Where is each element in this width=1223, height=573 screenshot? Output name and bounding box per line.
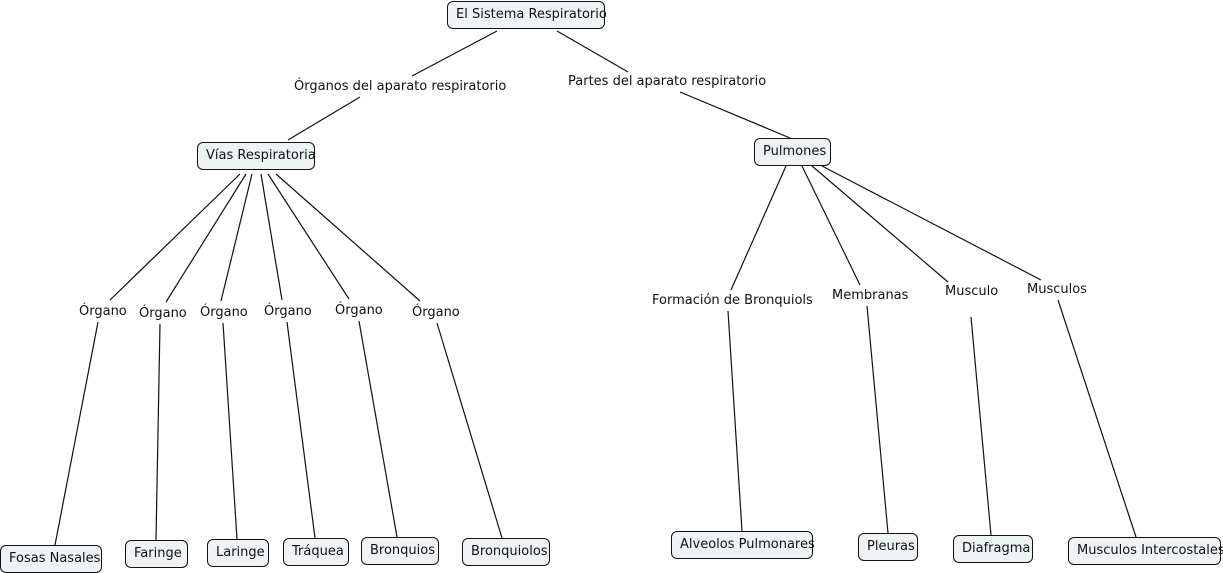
link-label-organo-6: Órgano bbox=[411, 305, 461, 321]
line-vias-organo6 bbox=[275, 173, 421, 302]
concept-root[interactable]: El Sistema Respiratorio bbox=[447, 1, 607, 29]
line-pulmones-musculos bbox=[821, 165, 1042, 281]
line-musculo-diafragma bbox=[970, 316, 992, 536]
line-vias-organo1 bbox=[109, 173, 241, 301]
concept-laringe[interactable]: Laringe bbox=[207, 539, 269, 567]
link-label-musculo: Musculo bbox=[944, 284, 1000, 300]
concept-bronquiolos[interactable]: Bronquiolos bbox=[462, 538, 550, 566]
link-label-organos-aparato: Órganos del aparato respiratorio bbox=[293, 79, 508, 95]
concept-traquea[interactable]: Tráquea bbox=[283, 538, 349, 566]
line-musculos-intercostales bbox=[1057, 299, 1137, 538]
line-organo1-fosas bbox=[54, 321, 99, 546]
link-label-organo-5: Órgano bbox=[334, 303, 384, 319]
line-vias-organo4 bbox=[260, 173, 283, 301]
link-label-partes-aparato: Partes del aparato respiratorio bbox=[567, 74, 768, 90]
line-organo6-bronquiolos bbox=[436, 322, 503, 539]
line-vias-organo3 bbox=[220, 173, 253, 302]
line-root-organos bbox=[411, 30, 498, 77]
concept-fosas-nasales[interactable]: Fosas Nasales bbox=[0, 545, 102, 573]
line-vias-organo2 bbox=[165, 173, 247, 303]
line-organo4-traquea bbox=[286, 321, 316, 539]
link-label-organo-3: Órgano bbox=[199, 305, 249, 321]
line-organos-vias bbox=[287, 96, 361, 141]
concept-vias-respiratoria[interactable]: Vías Respiratoria bbox=[197, 142, 316, 170]
concept-alveolos-pulmonares[interactable]: Alveolos Pulmonares bbox=[671, 531, 815, 559]
line-root-partes bbox=[556, 30, 629, 73]
concept-bronquios[interactable]: Bronquios bbox=[361, 537, 439, 565]
line-partes-pulmones bbox=[679, 91, 791, 139]
line-organo2-faringe bbox=[155, 323, 161, 541]
line-membranas-pleuras bbox=[866, 305, 889, 534]
link-label-organo-4: Órgano bbox=[263, 304, 313, 320]
line-organo3-laringe bbox=[222, 322, 238, 540]
concept-diafragma[interactable]: Diafragma bbox=[953, 535, 1033, 563]
line-pulmones-musculo bbox=[811, 165, 949, 283]
concept-faringe[interactable]: Faringe bbox=[125, 540, 188, 568]
concept-musculos-intercostales[interactable]: Musculos Intercostales bbox=[1068, 537, 1223, 565]
concept-pulmones[interactable]: Pulmones bbox=[754, 138, 831, 166]
link-label-organo-1: Órgano bbox=[78, 304, 128, 320]
line-organo5-bronquios bbox=[358, 320, 398, 538]
line-formacion-alveolos bbox=[727, 310, 743, 532]
link-label-musculos: Musculos bbox=[1026, 282, 1088, 298]
line-vias-organo5 bbox=[267, 173, 350, 300]
line-pulmones-formacion bbox=[730, 165, 787, 291]
line-pulmones-membranas bbox=[801, 165, 861, 286]
concept-pleuras[interactable]: Pleuras bbox=[858, 533, 918, 561]
link-label-membranas: Membranas bbox=[831, 288, 910, 304]
link-label-organo-2: Órgano bbox=[138, 306, 188, 322]
link-label-formacion: Formación de Bronquiols bbox=[651, 293, 814, 309]
